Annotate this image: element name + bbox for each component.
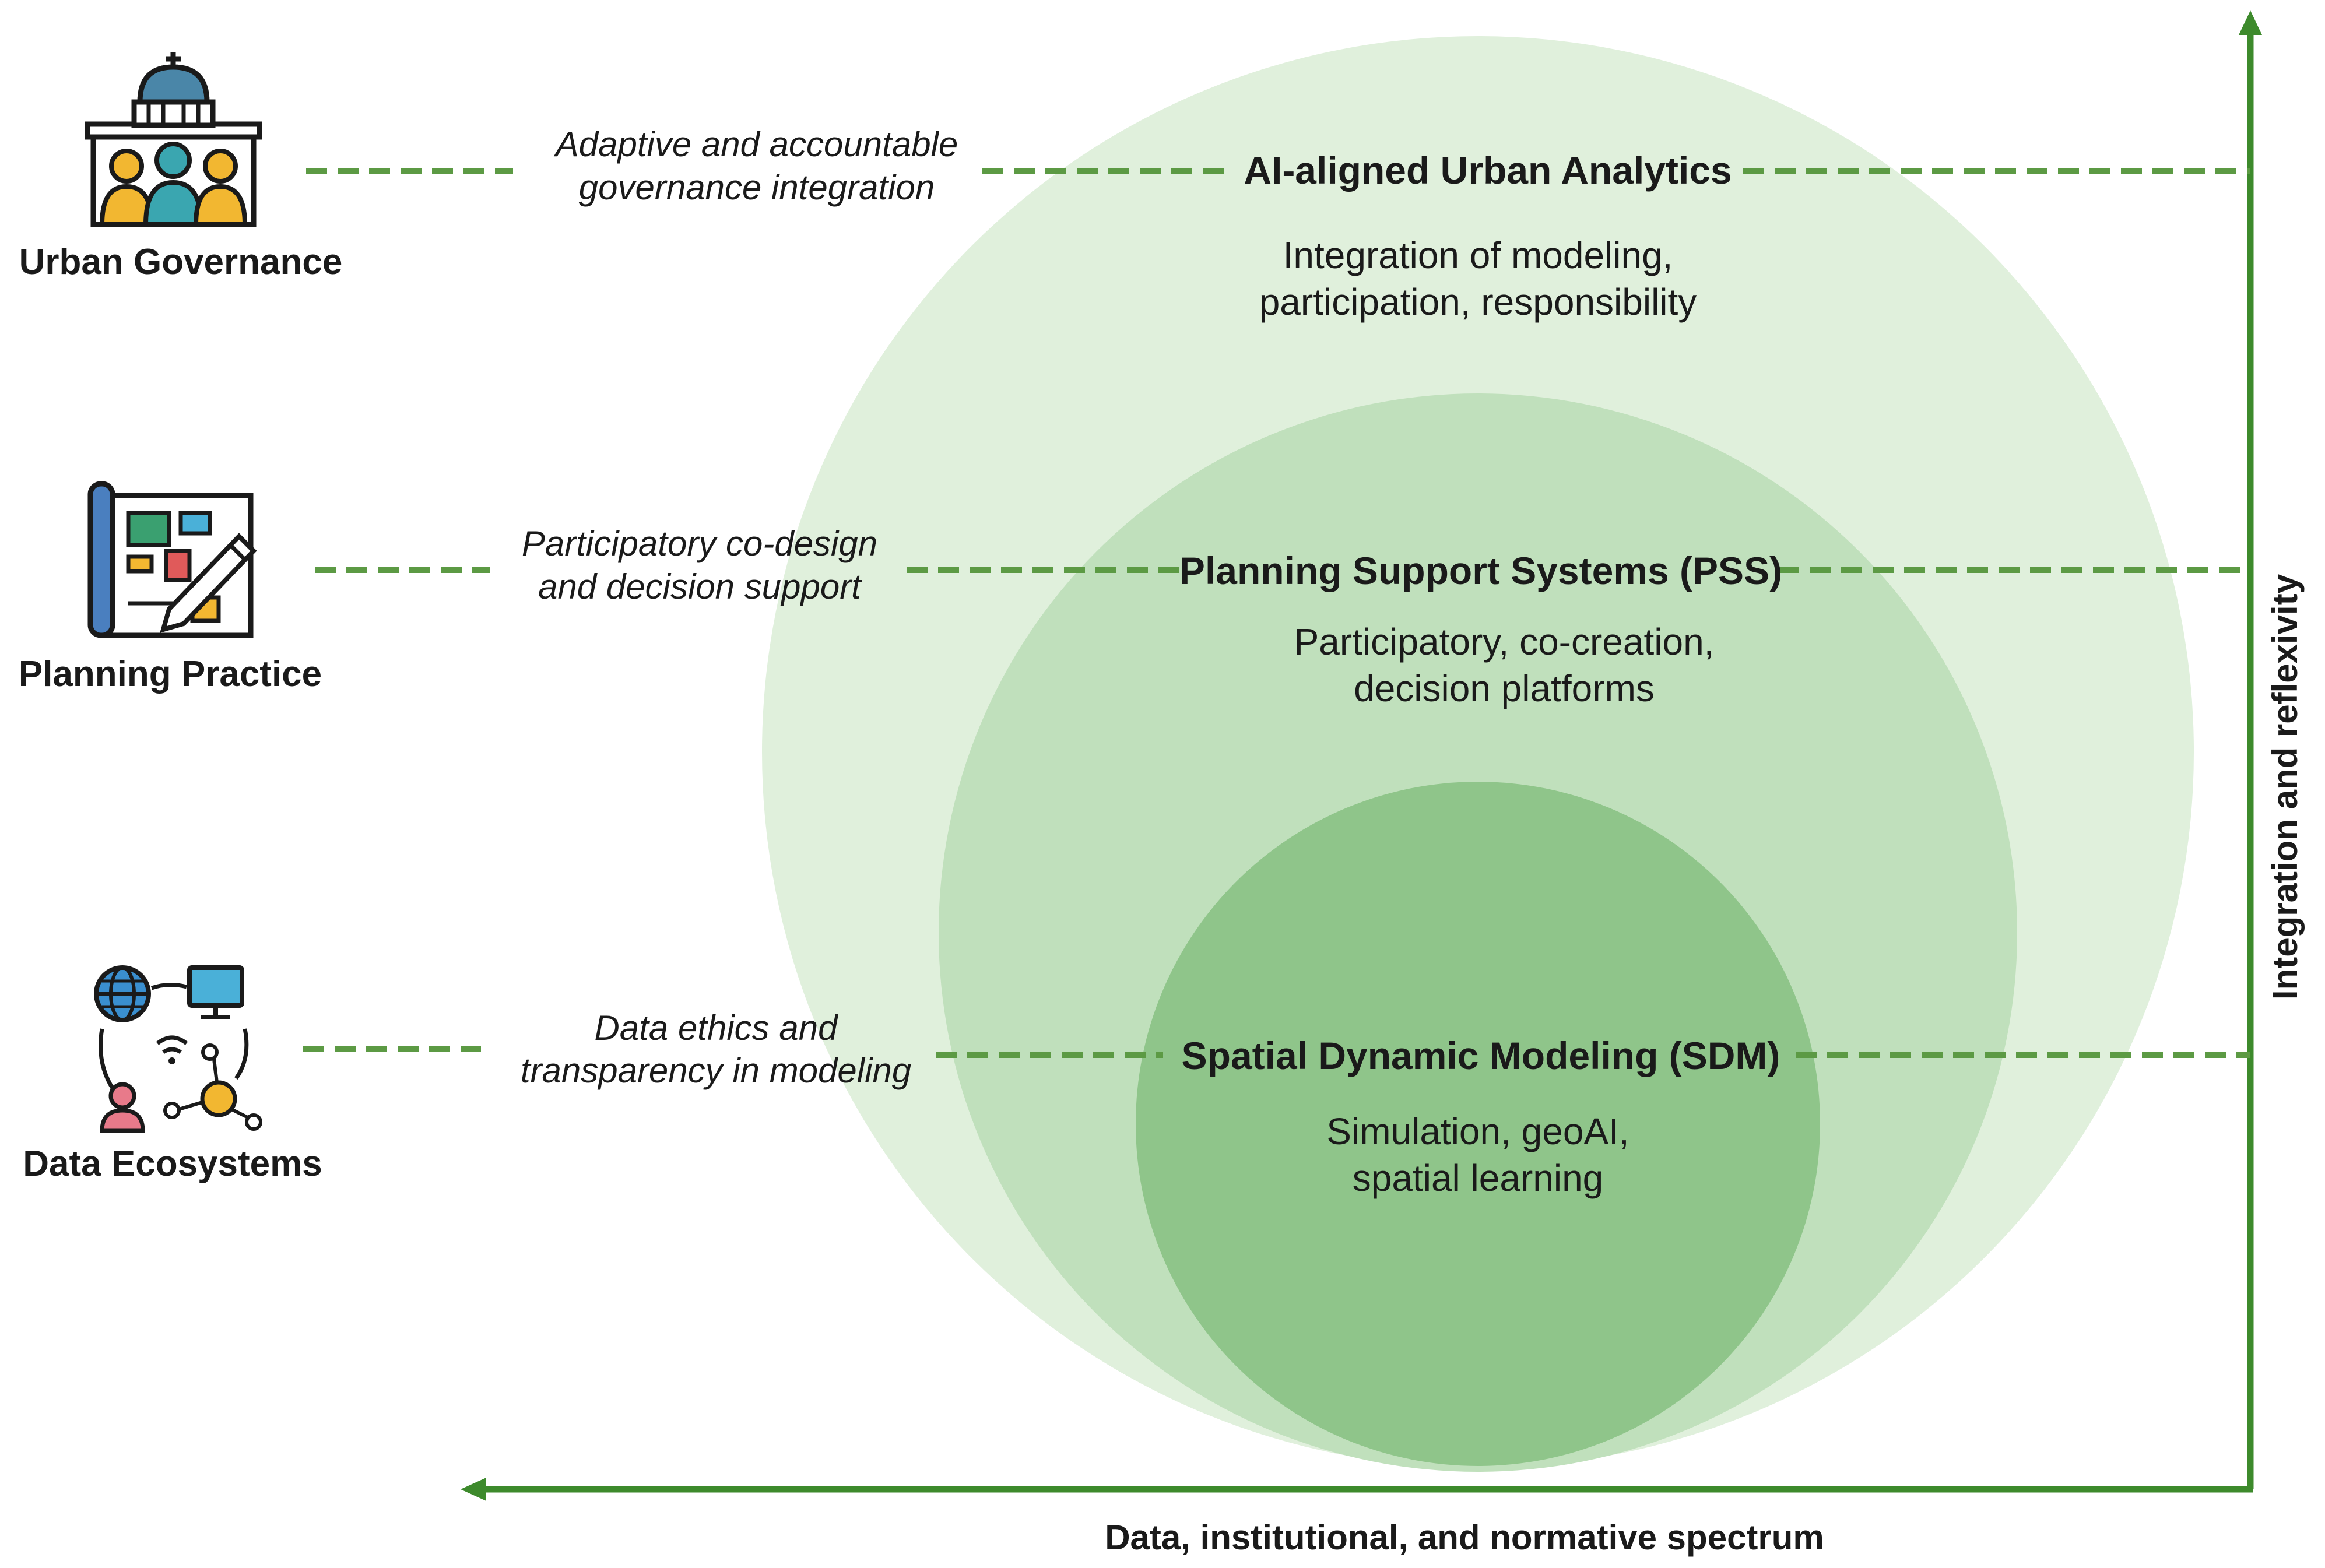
domain-label-urban-governance: Urban Governance: [19, 242, 343, 282]
connector-label-line: Adaptive and accountable: [554, 125, 958, 164]
blueprint-pencil-icon: [87, 481, 257, 638]
layer-description-line: Simulation, geoAI,: [1326, 1110, 1629, 1152]
layer-description-line: Integration of modeling,: [1283, 234, 1673, 276]
layer-title: AI-aligned Urban Analytics: [1244, 149, 1732, 192]
data-network-icon: [94, 965, 262, 1133]
connector-label-line: Participatory co-design: [522, 524, 877, 563]
inner-circle-sdm: [1136, 782, 1820, 1466]
axes: [461, 10, 2262, 1501]
domain-label-data-ecosystems: Data Ecosystems: [23, 1144, 322, 1184]
vertical-axis-label: Integration and reflexivity: [2266, 574, 2305, 1000]
layer-description-line: decision platforms: [1354, 667, 1655, 709]
vertical-axis-arrowhead: [2239, 10, 2262, 35]
layer-pss: Planning Support Systems (PSS) Participa…: [1179, 549, 1782, 709]
connector-label-line: and decision support: [538, 567, 862, 606]
layer-title: Planning Support Systems (PSS): [1179, 549, 1782, 592]
connector-label-data: Data ethics and transparency in modeling: [521, 1008, 911, 1090]
layer-sdm: Spatial Dynamic Modeling (SDM) Simulatio…: [1182, 1034, 1780, 1199]
layer-description-line: spatial learning: [1353, 1157, 1604, 1199]
layer-ai-urban-analytics: AI-aligned Urban Analytics Integration o…: [1244, 149, 1732, 323]
connector-label-governance: Adaptive and accountable governance inte…: [554, 125, 958, 207]
layer-title: Spatial Dynamic Modeling (SDM): [1182, 1034, 1780, 1077]
connector-label-line: transparency in modeling: [521, 1051, 911, 1090]
connector-label-line: Data ethics and: [595, 1008, 839, 1047]
government-building-people-icon: [85, 52, 262, 227]
connector-label-planning: Participatory co-design and decision sup…: [522, 524, 877, 606]
domain-label-planning-practice: Planning Practice: [19, 654, 322, 694]
horizontal-axis-arrowhead: [461, 1478, 486, 1501]
horizontal-axis-label: Data, institutional, and normative spect…: [1105, 1518, 1824, 1557]
layer-description-line: participation, responsibility: [1259, 281, 1697, 323]
connector-row-data: [303, 1046, 2250, 1058]
layer-description-line: Participatory, co-creation,: [1294, 621, 1715, 663]
connector-label-line: governance integration: [579, 168, 935, 207]
